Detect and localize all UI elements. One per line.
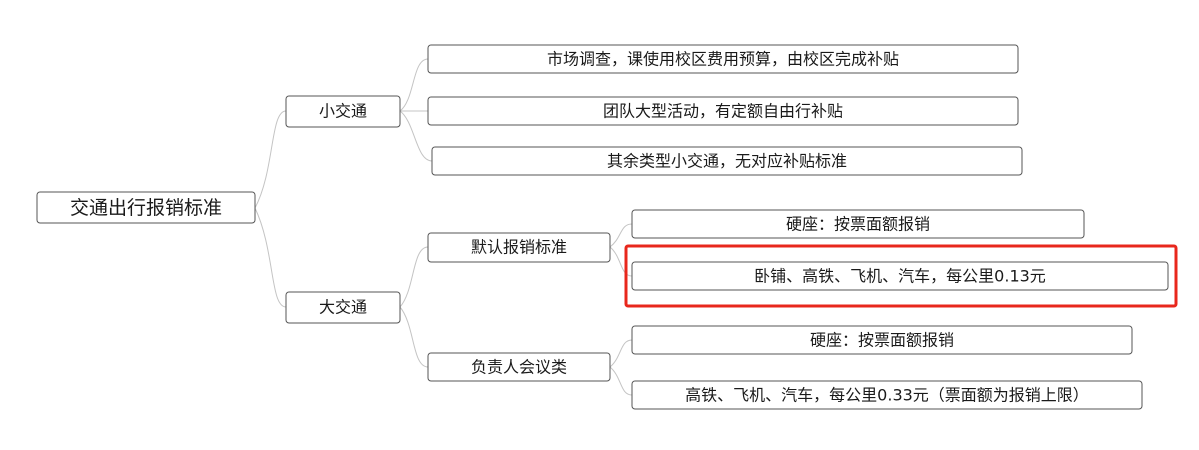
connector-default-item2 — [609, 246, 633, 277]
connector-root-big — [254, 207, 287, 308]
branch-label-small-transport: 小交通 — [319, 102, 367, 121]
group-node-default-standard: 默认报销标准 — [427, 232, 611, 263]
branch-node-small-transport: 小交通 — [285, 95, 401, 128]
leaf-node-small-3: 其余类型小交通，无对应补贴标准 — [431, 146, 1023, 176]
leaf-label-default-2: 卧铺、高铁、飞机、汽车，每公里0.13元 — [754, 267, 1046, 286]
group-label-meeting: 负责人会议类 — [471, 358, 567, 377]
highlight-box — [624, 244, 1178, 308]
connector-default-item1 — [609, 223, 633, 248]
leaf-node-meeting-2: 高铁、飞机、汽车，每公里0.33元（票面额为报销上限） — [631, 380, 1143, 410]
root-node: 交通出行报销标准 — [36, 191, 256, 224]
group-label-default-standard: 默认报销标准 — [471, 238, 567, 257]
leaf-label-small-3: 其余类型小交通，无对应补贴标准 — [607, 152, 847, 171]
leaf-node-default-1: 硬座：按票面额报销 — [631, 209, 1085, 239]
leaf-label-small-1: 市场调查，课使用校区费用预算，由校区完成补贴 — [547, 50, 899, 69]
connector-small-item1 — [399, 58, 429, 112]
connector-big-meeting — [399, 306, 429, 368]
leaf-label-meeting-1: 硬座：按票面额报销 — [810, 331, 954, 350]
leaf-node-small-1: 市场调查，课使用校区费用预算，由校区完成补贴 — [427, 44, 1019, 74]
connector-meeting-item2 — [609, 366, 633, 396]
leaf-label-small-2: 团队大型活动，有定额自由行补贴 — [603, 102, 843, 121]
root-node-label: 交通出行报销标准 — [70, 197, 222, 219]
connector-root-small — [254, 110, 287, 209]
leaf-node-default-2: 卧铺、高铁、飞机、汽车，每公里0.13元 — [631, 261, 1169, 291]
branch-node-big-transport: 大交通 — [285, 291, 401, 324]
leaf-label-default-1: 硬座：按票面额报销 — [786, 215, 930, 234]
connector-big-default — [399, 246, 429, 308]
leaf-label-meeting-2: 高铁、飞机、汽车，每公里0.33元（票面额为报销上限） — [685, 386, 1089, 405]
branch-label-big-transport: 大交通 — [319, 298, 367, 317]
group-node-meeting: 负责人会议类 — [427, 352, 611, 382]
leaf-node-meeting-1: 硬座：按票面额报销 — [631, 325, 1133, 355]
connector-meeting-item1 — [609, 339, 633, 368]
connectors — [254, 58, 633, 396]
leaf-node-small-2: 团队大型活动，有定额自由行补贴 — [427, 96, 1019, 126]
connector-small-item3 — [399, 110, 433, 162]
